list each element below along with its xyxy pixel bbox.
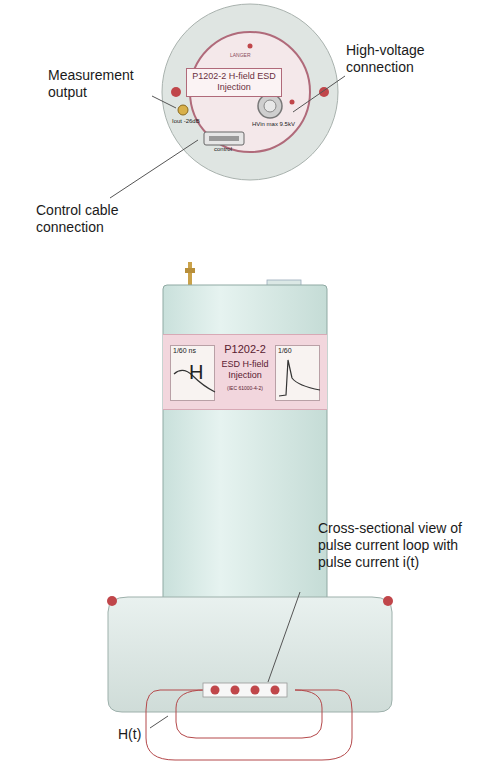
field-line bbox=[146, 690, 352, 760]
node-title: 1/60 bbox=[278, 347, 292, 354]
leader-line bbox=[293, 76, 345, 112]
waveform-box: 1/60 bbox=[275, 345, 320, 401]
control-connector bbox=[209, 136, 239, 141]
node-title: P1202-2 bbox=[215, 343, 275, 355]
waveform-curve bbox=[279, 360, 320, 396]
callout-label: High-voltage connection bbox=[346, 42, 466, 76]
hv-connector bbox=[264, 100, 276, 112]
hv-connector bbox=[258, 94, 282, 118]
node-text: ESD H-field Injection bbox=[215, 359, 275, 382]
node-title: P1202-2 H-field ESD Injection bbox=[191, 71, 277, 94]
screw bbox=[248, 44, 253, 49]
screw bbox=[171, 87, 181, 97]
sma-connector bbox=[178, 105, 188, 115]
pin-label: HVin max 9.5kV bbox=[252, 121, 295, 128]
screw bbox=[383, 596, 393, 606]
conductor-cross-section bbox=[251, 686, 260, 695]
pin-label: Iout -26dB bbox=[172, 118, 200, 125]
leader-line bbox=[110, 140, 198, 198]
conductor-cross-section bbox=[231, 686, 240, 695]
callout-label: Measurement output bbox=[48, 67, 156, 101]
leader-line bbox=[152, 96, 176, 108]
node-title: 1/60 ns bbox=[173, 347, 196, 354]
conductor-cross-section bbox=[211, 686, 220, 695]
probe-body bbox=[163, 285, 327, 605]
leader-line bbox=[150, 716, 168, 728]
callout-label: Control cable connection bbox=[36, 202, 176, 236]
panel-label-box: P1202-2 H-field ESD Injection bbox=[186, 68, 282, 97]
sma-connector bbox=[185, 268, 195, 273]
pulse-current-loop bbox=[203, 683, 287, 697]
brand-text: LANGER bbox=[230, 52, 251, 58]
field-label: H(t) bbox=[118, 726, 141, 743]
conductor-cross-section bbox=[271, 686, 280, 695]
waveform-box: 1/60 ns H bbox=[170, 345, 215, 401]
probe-base bbox=[108, 597, 392, 712]
sma-connector bbox=[188, 262, 192, 286]
probe-top-view bbox=[162, 4, 338, 180]
screw bbox=[290, 100, 295, 105]
node-text: (IEC 61000-4-2) bbox=[215, 385, 275, 391]
control-connector bbox=[204, 132, 244, 145]
label-band: P1202-2ESD H-field Injection (IEC 61000-4… bbox=[163, 334, 327, 410]
callout-label: Cross-sectional view of pulse current lo… bbox=[318, 520, 494, 570]
pin-label: control bbox=[214, 146, 232, 153]
waveform-curve bbox=[276, 346, 321, 402]
node-text: H bbox=[189, 362, 203, 382]
leader-line bbox=[268, 592, 300, 682]
screw bbox=[107, 596, 117, 606]
